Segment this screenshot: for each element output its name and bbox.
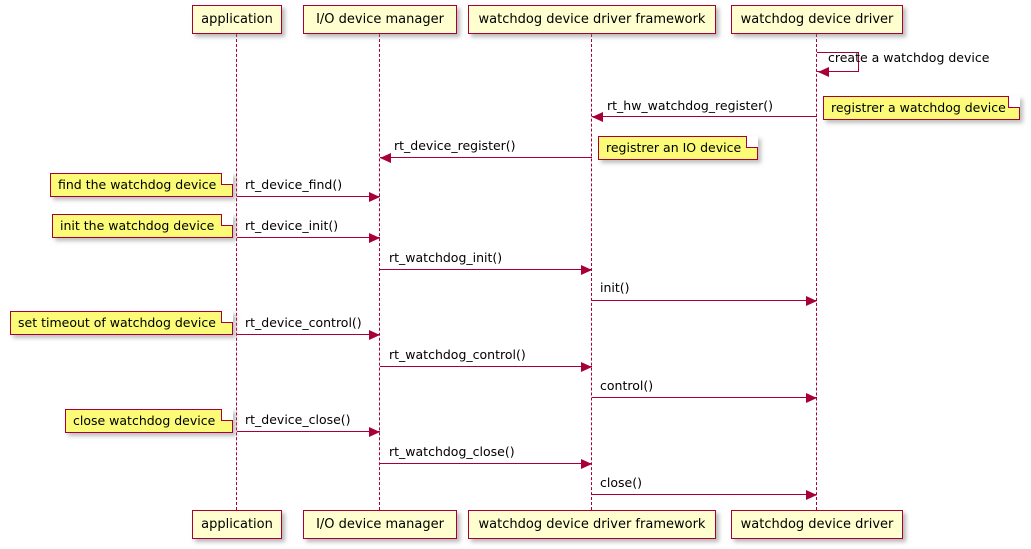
message-label-m4: rt_device_find() [245, 177, 343, 192]
arrowhead-m2 [592, 111, 603, 122]
message-label-m12: rt_watchdog_close() [389, 444, 515, 459]
message-line-m9 [380, 366, 592, 367]
note-text: registrer a watchdog device [831, 99, 1006, 115]
lifeline-application [236, 34, 238, 510]
participant-label: watchdog device driver framework [478, 12, 706, 27]
arrowhead-m3 [380, 152, 391, 163]
note-fold-corner-icon [746, 135, 759, 148]
participant-label: application [201, 12, 273, 27]
message-label-m3: rt_device_register() [394, 138, 516, 153]
note-fold-corner-icon [221, 408, 234, 421]
note-text: find the watchdog device [58, 176, 217, 192]
note-n1: registrer a watchdog device [823, 95, 1021, 120]
participant-label: watchdog device driver framework [478, 517, 706, 532]
participant-footer-driver: watchdog device driver [731, 510, 903, 539]
note-text: init the watchdog device [60, 217, 215, 233]
participant-header-io_manager: I/O device manager [303, 5, 457, 34]
message-label-m1: create a watchdog device [828, 50, 990, 65]
arrowhead-m4 [369, 191, 380, 202]
note-fold-corner-icon [221, 310, 234, 323]
message-label-m9: rt_watchdog_control() [389, 347, 526, 362]
arrowhead-m10 [806, 392, 817, 403]
message-label-m13: close() [600, 475, 642, 490]
message-line-m6 [380, 269, 592, 270]
message-label-m10: control() [600, 378, 654, 393]
arrowhead-m1 [818, 67, 829, 77]
participant-header-framework: watchdog device driver framework [468, 5, 716, 34]
message-line-m2 [592, 116, 817, 117]
message-line-m12 [380, 463, 592, 464]
participant-label: watchdog device driver [740, 12, 894, 27]
participant-footer-application: application [192, 510, 282, 539]
participant-footer-framework: watchdog device driver framework [468, 510, 716, 539]
participant-label: watchdog device driver [740, 517, 894, 532]
message-line-m10 [592, 397, 817, 398]
note-n3: find the watchdog device [50, 172, 234, 197]
note-fold-corner-icon [221, 172, 234, 185]
participant-label: I/O device manager [316, 12, 444, 27]
self-message-loop-m1 [817, 52, 859, 72]
note-fold-corner-icon [1008, 95, 1021, 108]
arrowhead-m7 [806, 295, 817, 306]
message-label-m7: init() [600, 280, 630, 295]
arrowhead-m9 [581, 361, 592, 372]
arrowhead-m13 [806, 489, 817, 500]
message-line-m7 [592, 300, 817, 301]
message-label-m6: rt_watchdog_init() [389, 250, 503, 265]
note-text: registrer an IO device [606, 139, 742, 155]
arrowhead-m12 [581, 458, 592, 469]
participant-footer-io_manager: I/O device manager [303, 510, 457, 539]
participant-header-application: application [192, 5, 282, 34]
message-line-m13 [592, 494, 817, 495]
note-n4: init the watchdog device [52, 213, 234, 238]
note-text: set timeout of watchdog device [18, 314, 216, 330]
message-line-m5 [237, 237, 380, 238]
arrowhead-m5 [369, 232, 380, 243]
note-n2: registrer an IO device [598, 135, 759, 160]
arrowhead-m6 [581, 264, 592, 275]
message-label-m11: rt_device_close() [245, 412, 351, 427]
message-line-m4 [237, 196, 380, 197]
participant-label: application [201, 517, 273, 532]
message-line-m3 [380, 157, 592, 158]
note-fold-corner-icon [221, 213, 234, 226]
message-line-m11 [237, 431, 380, 432]
participant-label: I/O device manager [316, 517, 444, 532]
message-line-m8 [237, 334, 380, 335]
note-text: close watchdog device [73, 412, 216, 428]
note-n6: close watchdog device [65, 408, 234, 433]
note-n5: set timeout of watchdog device [10, 310, 234, 335]
lifeline-io_manager [379, 34, 381, 510]
arrowhead-m11 [369, 426, 380, 437]
message-label-m5: rt_device_init() [245, 218, 339, 233]
arrowhead-m8 [369, 329, 380, 340]
message-label-m2: rt_hw_watchdog_register() [607, 98, 773, 113]
lifeline-driver [816, 34, 818, 510]
participant-header-driver: watchdog device driver [731, 5, 903, 34]
message-label-m8: rt_device_control() [245, 315, 362, 330]
